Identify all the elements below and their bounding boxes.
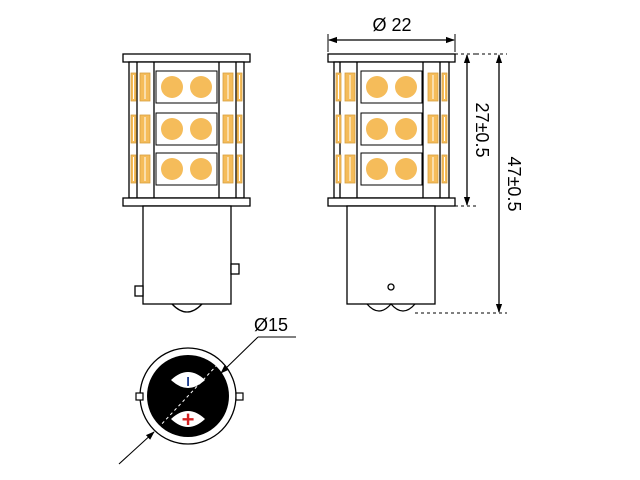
bottom-view-pin-left [135, 392, 144, 401]
dimension-base-diameter: Ø15 [118, 315, 296, 465]
bottom-collar-right [327, 197, 456, 207]
led-emitter [395, 118, 417, 140]
base-bottom-view: I + [135, 347, 244, 445]
diameter-line [157, 363, 219, 429]
led-height-label: 27±0.5 [472, 103, 492, 158]
led-emitter [366, 158, 388, 180]
led-array-left [130, 70, 243, 186]
led-emitter [395, 158, 417, 180]
led-emitter [161, 118, 183, 140]
led-emitter [366, 76, 388, 98]
bottom-view-pin-right [235, 392, 244, 401]
dimension-led-height: 27±0.5 [455, 53, 492, 207]
bayonet-pin-front [387, 283, 395, 291]
bayonet-pin-right [230, 263, 240, 275]
dimension-head-diameter: Ø 22 [327, 15, 456, 52]
top-cap-right [327, 53, 456, 63]
positive-symbol: + [182, 407, 195, 432]
base-diameter-label: Ø15 [254, 315, 288, 335]
led-emitter [161, 158, 183, 180]
top-cap-left [122, 53, 251, 63]
bayonet-pin-left [134, 285, 144, 297]
bottom-collar-left [122, 197, 251, 207]
led-emitter [190, 76, 212, 98]
negative-contact [171, 372, 205, 388]
led-emitter [190, 158, 212, 180]
led-array-right [335, 70, 448, 186]
solder-contacts-right [366, 303, 416, 312]
led-emitter [190, 118, 212, 140]
led-emitter [395, 76, 417, 98]
bayonet-base-left [142, 205, 232, 305]
overall-height-label: 47±0.5 [504, 157, 524, 212]
led-emitter [366, 118, 388, 140]
solder-contact-left [171, 303, 203, 313]
negative-symbol: I [186, 374, 190, 389]
dimension-overall-height: 47±0.5 [415, 53, 524, 314]
led-emitter [161, 76, 183, 98]
positive-contact [171, 411, 205, 427]
head-diameter-label: Ø 22 [372, 15, 411, 35]
